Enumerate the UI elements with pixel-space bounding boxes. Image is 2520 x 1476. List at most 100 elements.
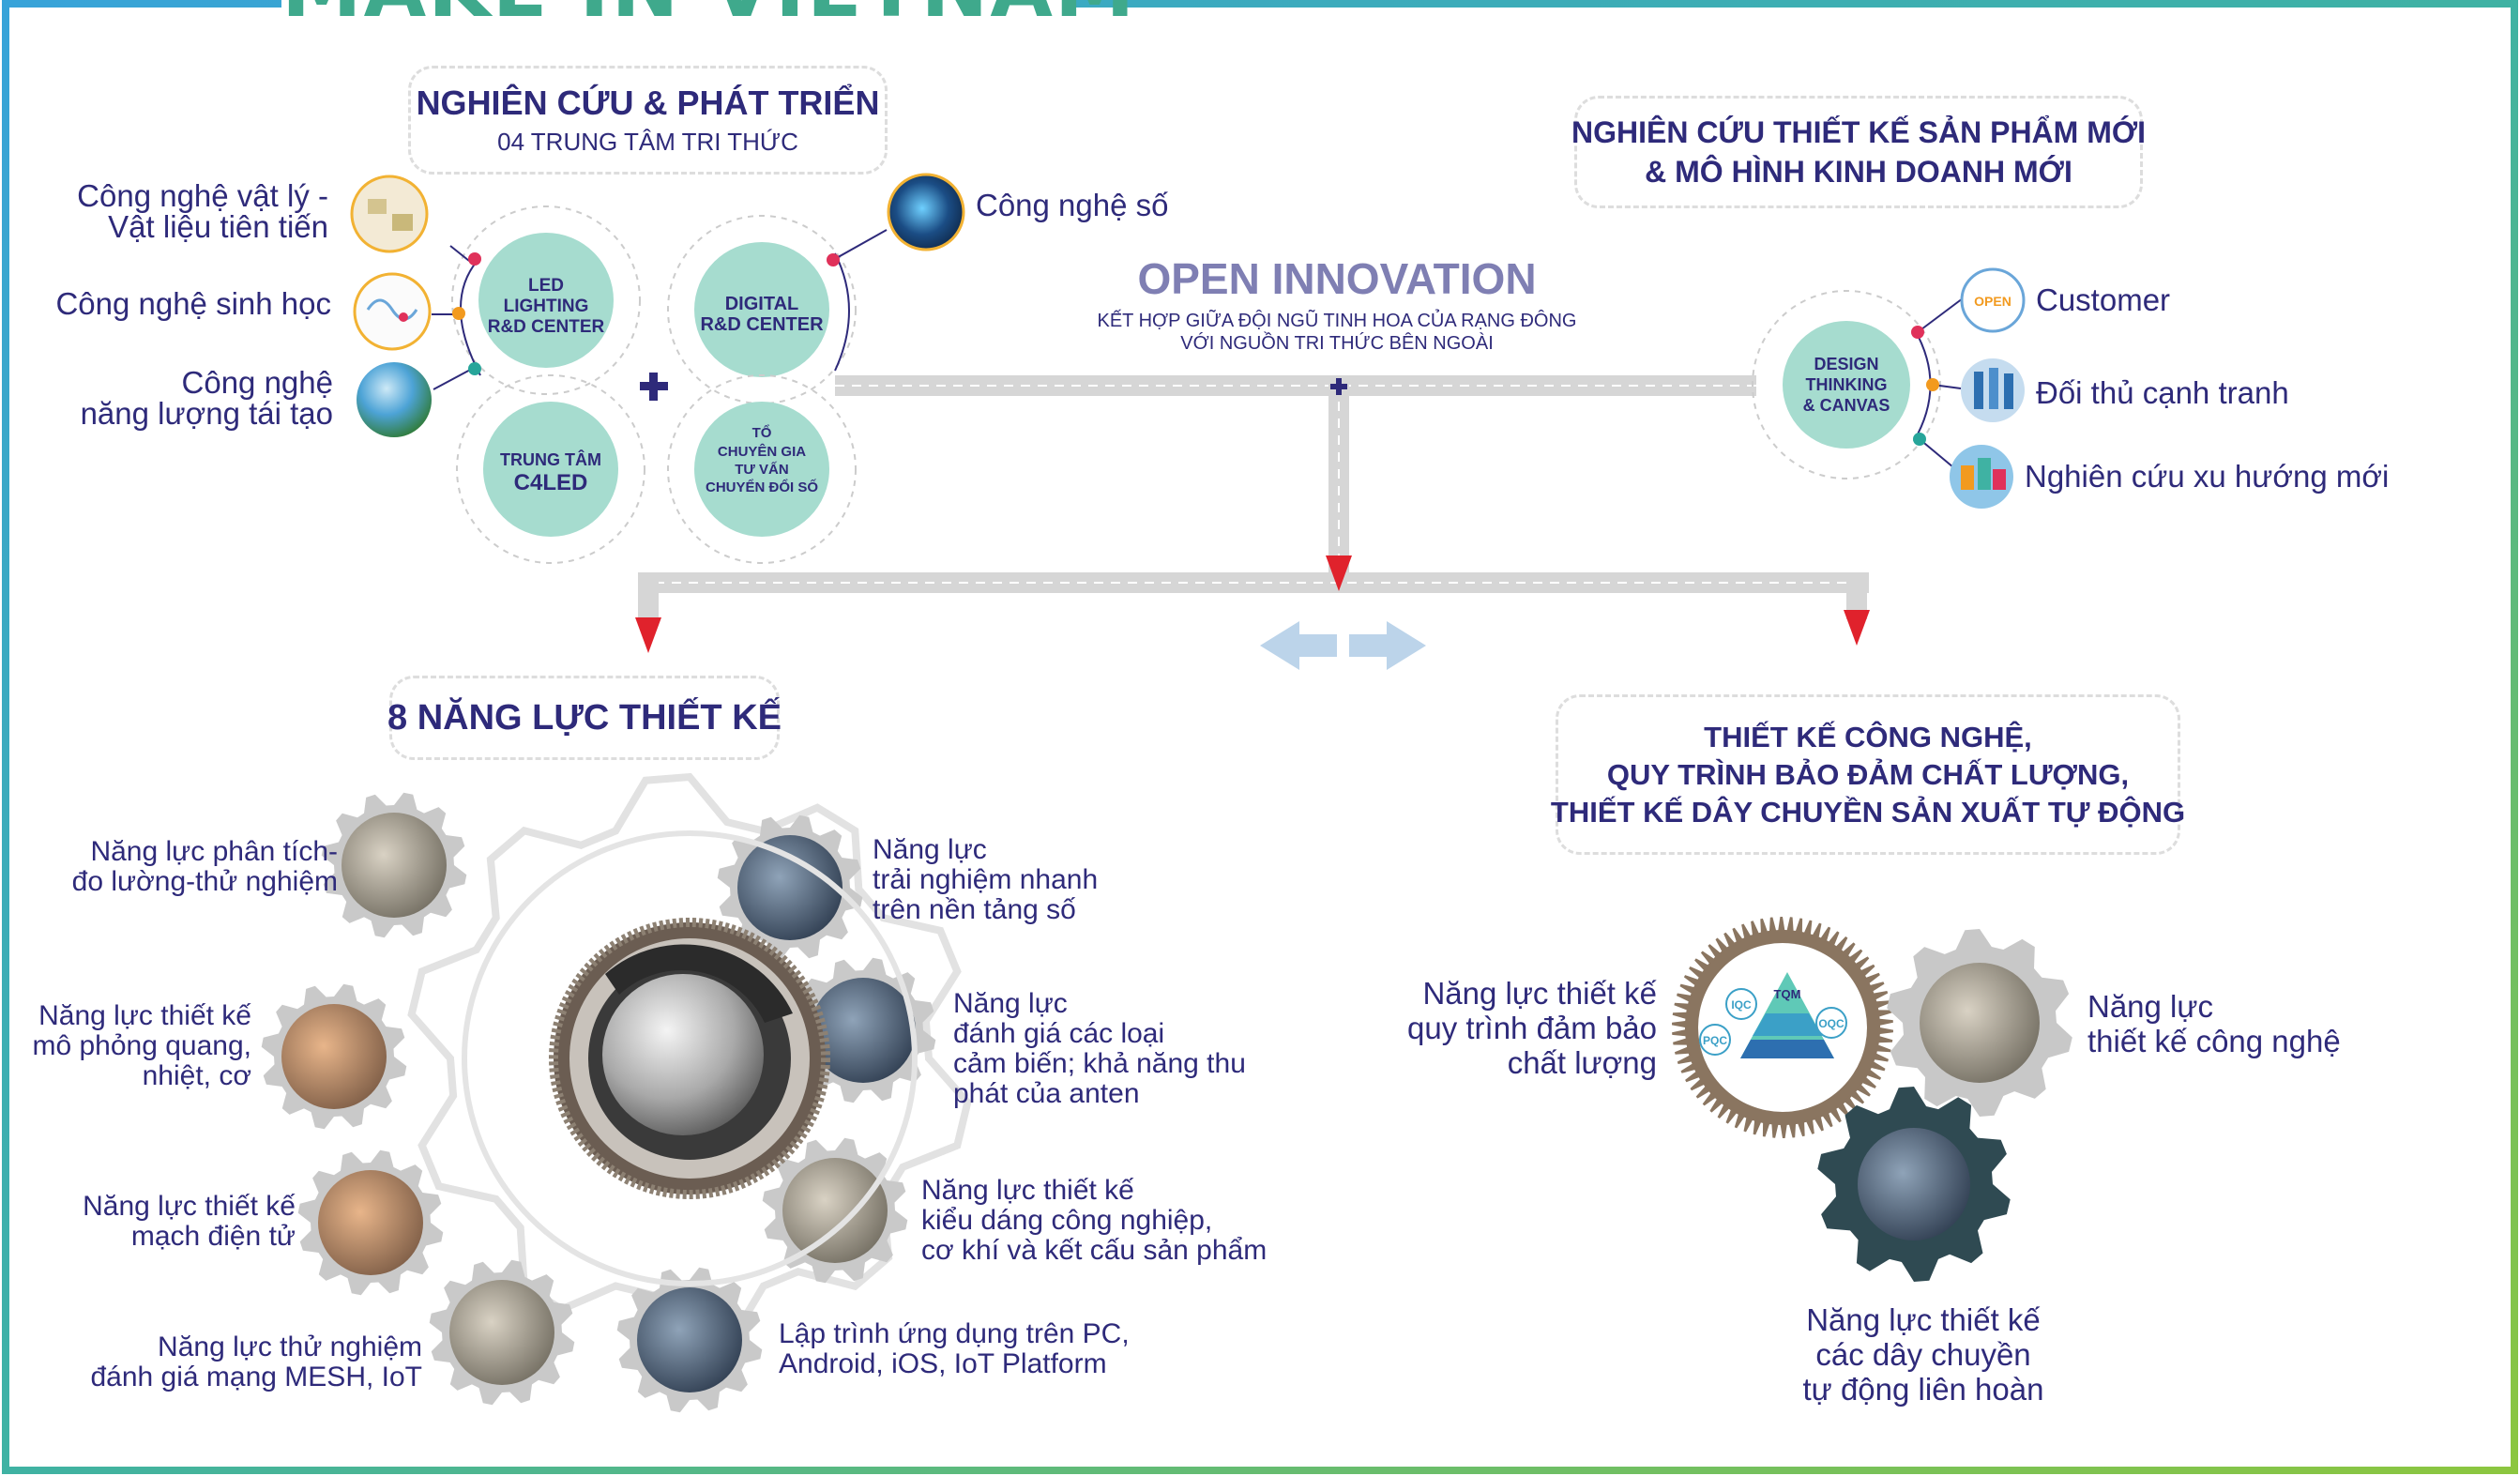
cap-software-label: Lập trình ứng dụng trên PC, Android, iOS…: [779, 1319, 1130, 1379]
td-quality-label: Năng lực thiết kế quy trình đảm bảo chất…: [1351, 976, 1657, 1080]
cap-sim-line-3: nhiệt, cơ: [142, 1060, 251, 1091]
cap-ux-line-2: trải nghiệm nhanh: [873, 864, 1099, 895]
tech-design-box: THIẾT KẾ CÔNG NGHỆ, QUY TRÌNH BẢO ĐẢM CH…: [1551, 694, 2185, 855]
experts-center-label-2: CHUYÊN GIA: [718, 443, 806, 460]
pyramid-label-oqc: OQC: [1818, 1017, 1844, 1030]
new-products-box: NGHIÊN CỨU THIẾT KẾ SẢN PHẨM MỚI & MÔ HÌ…: [1571, 96, 2147, 208]
tech-design-title-3: THIẾT KẾ DÂY CHUYỀN SẢN XUẤT TỰ ĐỘNG: [1550, 795, 2186, 829]
cap-sim-line-1: Năng lực thiết kế: [38, 1000, 251, 1031]
cap-ux-gear: [717, 814, 863, 961]
double-arrow-icon: [1260, 621, 1426, 670]
open-innovation-subtitle: KẾT HỢP GIỮA ĐỘI NGŨ TINH HOA CỦA RẠNG Đ…: [1079, 310, 1595, 355]
cap-sensor-line-3: cảm biến; khả năng thu: [953, 1048, 1246, 1079]
tech-gear: [1887, 929, 2072, 1117]
design-thinking-hub: [1752, 267, 2026, 509]
cap-mesh-gear: [429, 1259, 575, 1406]
cap-measure-line-1: Năng lực phân tích-: [90, 836, 338, 867]
tech-thumbnails: [350, 173, 965, 437]
cap-ux-label: Năng lực trải nghiệm nhanh trên nền tảng…: [873, 835, 1098, 925]
cap-circuit-line-2: mạch điện tử: [130, 1221, 296, 1252]
cap-ux-line-3: trên nền tảng số: [873, 894, 1076, 925]
led-center-label-1: LED: [528, 276, 564, 296]
cap-measure-gear: [321, 792, 467, 938]
experts-center-label-1: TỔ: [752, 424, 772, 441]
cap-mesh-label: Năng lực thử nghiệm đánh giá mạng MESH, …: [75, 1332, 422, 1392]
c4led-center-label-1: TRUNG TÂM: [500, 449, 601, 469]
tech-digital-label: Công nghệ số: [976, 188, 1169, 222]
capabilities-title-box: 8 NĂNG LỰC THIẾT KẾ: [387, 676, 782, 760]
rnd-subtitle: 04 TRUNG TÂM TRI THỨC: [497, 128, 798, 156]
cap-industrial-gear: [762, 1137, 908, 1284]
plus-hubs-icon: [640, 373, 668, 401]
tech-energy-label: Công nghệ năng lượng tái tạo: [38, 367, 333, 429]
cap-sim-line-2: mô phỏng quang,: [32, 1030, 251, 1061]
cap-industrial-label: Năng lực thiết kế kiểu dáng công nghiệp,…: [921, 1176, 1267, 1266]
td-auto-label: Năng lực thiết kế các dây chuyền tự động…: [1783, 1302, 2064, 1407]
tech-design-title-2: QUY TRÌNH BẢO ĐẢM CHẤT LƯỢNG,: [1606, 757, 2130, 791]
new-products-customer: Customer: [2036, 282, 2171, 317]
design-hub-label-3: & CANVAS: [1803, 396, 1890, 415]
cap-ux-line-1: Năng lực: [873, 834, 987, 865]
tech-design-title-1: THIẾT KẾ CÔNG NGHỆ,: [1704, 720, 2032, 753]
new-products-trend: Nghiên cứu xu hướng mới: [2025, 459, 2390, 494]
gear-system-3: [1672, 917, 2072, 1282]
td-auto-line-3: tự động liên hoàn: [1802, 1372, 2044, 1407]
digital-thumbnail: [887, 173, 965, 251]
arrow-down-left: [635, 617, 661, 653]
td-auto-line-2: các dây chuyền: [1815, 1337, 2031, 1372]
cap-measure-line-2: đo lường-thử nghiệm: [71, 866, 338, 897]
digital-center-label-2: R&D CENTER: [700, 314, 824, 335]
cap-mesh-line-2: đánh giá mạng MESH, IoT: [90, 1362, 422, 1392]
pyramid-label-tqm: TQM: [1774, 987, 1801, 1001]
tech-energy-line-1: Công nghệ: [181, 365, 333, 400]
cap-circuit-label: Năng lực thiết kế mạch điện tử: [38, 1192, 296, 1252]
cap-industrial-line-3: cơ khí và kết cấu sản phẩm: [921, 1235, 1268, 1266]
capabilities-title: 8 NĂNG LỰC THIẾT KẾ: [387, 698, 782, 738]
road-network: [638, 375, 1869, 619]
customer-logo-text: OPEN: [1974, 294, 2011, 309]
tech-physics-line-1: Công nghệ vật lý -: [77, 178, 328, 213]
arrow-down-right: [1844, 610, 1870, 646]
experts-center-label-4: CHUYỂN ĐỔI SỐ: [706, 479, 818, 495]
rnd-title-box: NGHIÊN CỨU & PHÁT TRIỂN 04 TRUNG TÂM TRI…: [408, 66, 888, 175]
design-hub-label-1: DESIGN: [1814, 355, 1878, 373]
td-auto-line-1: Năng lực thiết kế: [1806, 1302, 2041, 1337]
cap-circuit-gear: [297, 1149, 444, 1296]
new-products-title-2: & MÔ HÌNH KINH DOANH MỚI: [1645, 155, 2072, 189]
cap-measure-label: Năng lực phân tích- đo lường-thử nghiệm: [28, 837, 338, 897]
led-center-label-2: LIGHTING: [504, 297, 589, 316]
experts-center-label-3: TƯ VẤN: [735, 462, 788, 478]
cap-sensor-line-1: Năng lực: [953, 988, 1068, 1019]
physics-thumbnail: [350, 175, 429, 253]
td-tech-line-2: thiết kế công nghệ: [2087, 1024, 2341, 1058]
cap-circuit-line-1: Năng lực thiết kế: [83, 1191, 296, 1222]
pyramid-label-pqc: PQC: [1703, 1034, 1727, 1047]
arrow-down-center: [1326, 555, 1352, 591]
cap-sim-gear: [261, 983, 407, 1130]
tech-energy-line-2: năng lượng tái tạo: [80, 396, 333, 431]
cap-sensor-line-2: đánh giá các loại: [953, 1018, 1165, 1049]
td-quality-line-1: Năng lực thiết kế: [1422, 976, 1657, 1011]
cap-sensor-line-4: phát của anten: [953, 1078, 1140, 1109]
td-quality-line-3: chất lượng: [1507, 1045, 1657, 1080]
new-products-title-1: NGHIÊN CỨU THIẾT KẾ SẢN PHẨM MỚI: [1571, 115, 2147, 149]
auto-gear: [1817, 1087, 2011, 1282]
cap-industrial-line-1: Năng lực thiết kế: [921, 1175, 1134, 1206]
quality-pyramid: [1740, 972, 1834, 1058]
open-innovation-subtitle-2: VỚI NGUỒN TRI THỨC BÊN NGOÀI: [1180, 333, 1494, 354]
cap-sim-label: Năng lực thiết kế mô phỏng quang, nhiệt,…: [9, 1001, 251, 1091]
page-title: MAKE IN VIETNAM: [281, 0, 1134, 36]
cap-software-line-1: Lập trình ứng dụng trên PC,: [779, 1318, 1130, 1349]
td-tech-line-1: Năng lực: [2087, 989, 2213, 1024]
gear-system-8: [261, 772, 972, 1413]
cap-mesh-line-1: Năng lực thử nghiệm: [158, 1331, 422, 1362]
digital-center-label-1: DIGITAL: [725, 294, 799, 314]
rnd-title: NGHIÊN CỨU & PHÁT TRIỂN: [416, 84, 880, 122]
cap-industrial-line-2: kiểu dáng công nghiệp,: [921, 1205, 1213, 1236]
new-products-competitor: Đối thủ cạnh tranh: [2036, 375, 2289, 410]
design-hub-label-2: THINKING: [1806, 375, 1888, 394]
tech-physics-label: Công nghệ vật lý - Vật liệu tiên tiến: [38, 180, 328, 242]
open-innovation-subtitle-1: KẾT HỢP GIỮA ĐỘI NGŨ TINH HOA CỦA RẠNG Đ…: [1097, 311, 1577, 331]
td-tech-label: Năng lực thiết kế công nghệ: [2087, 989, 2341, 1058]
